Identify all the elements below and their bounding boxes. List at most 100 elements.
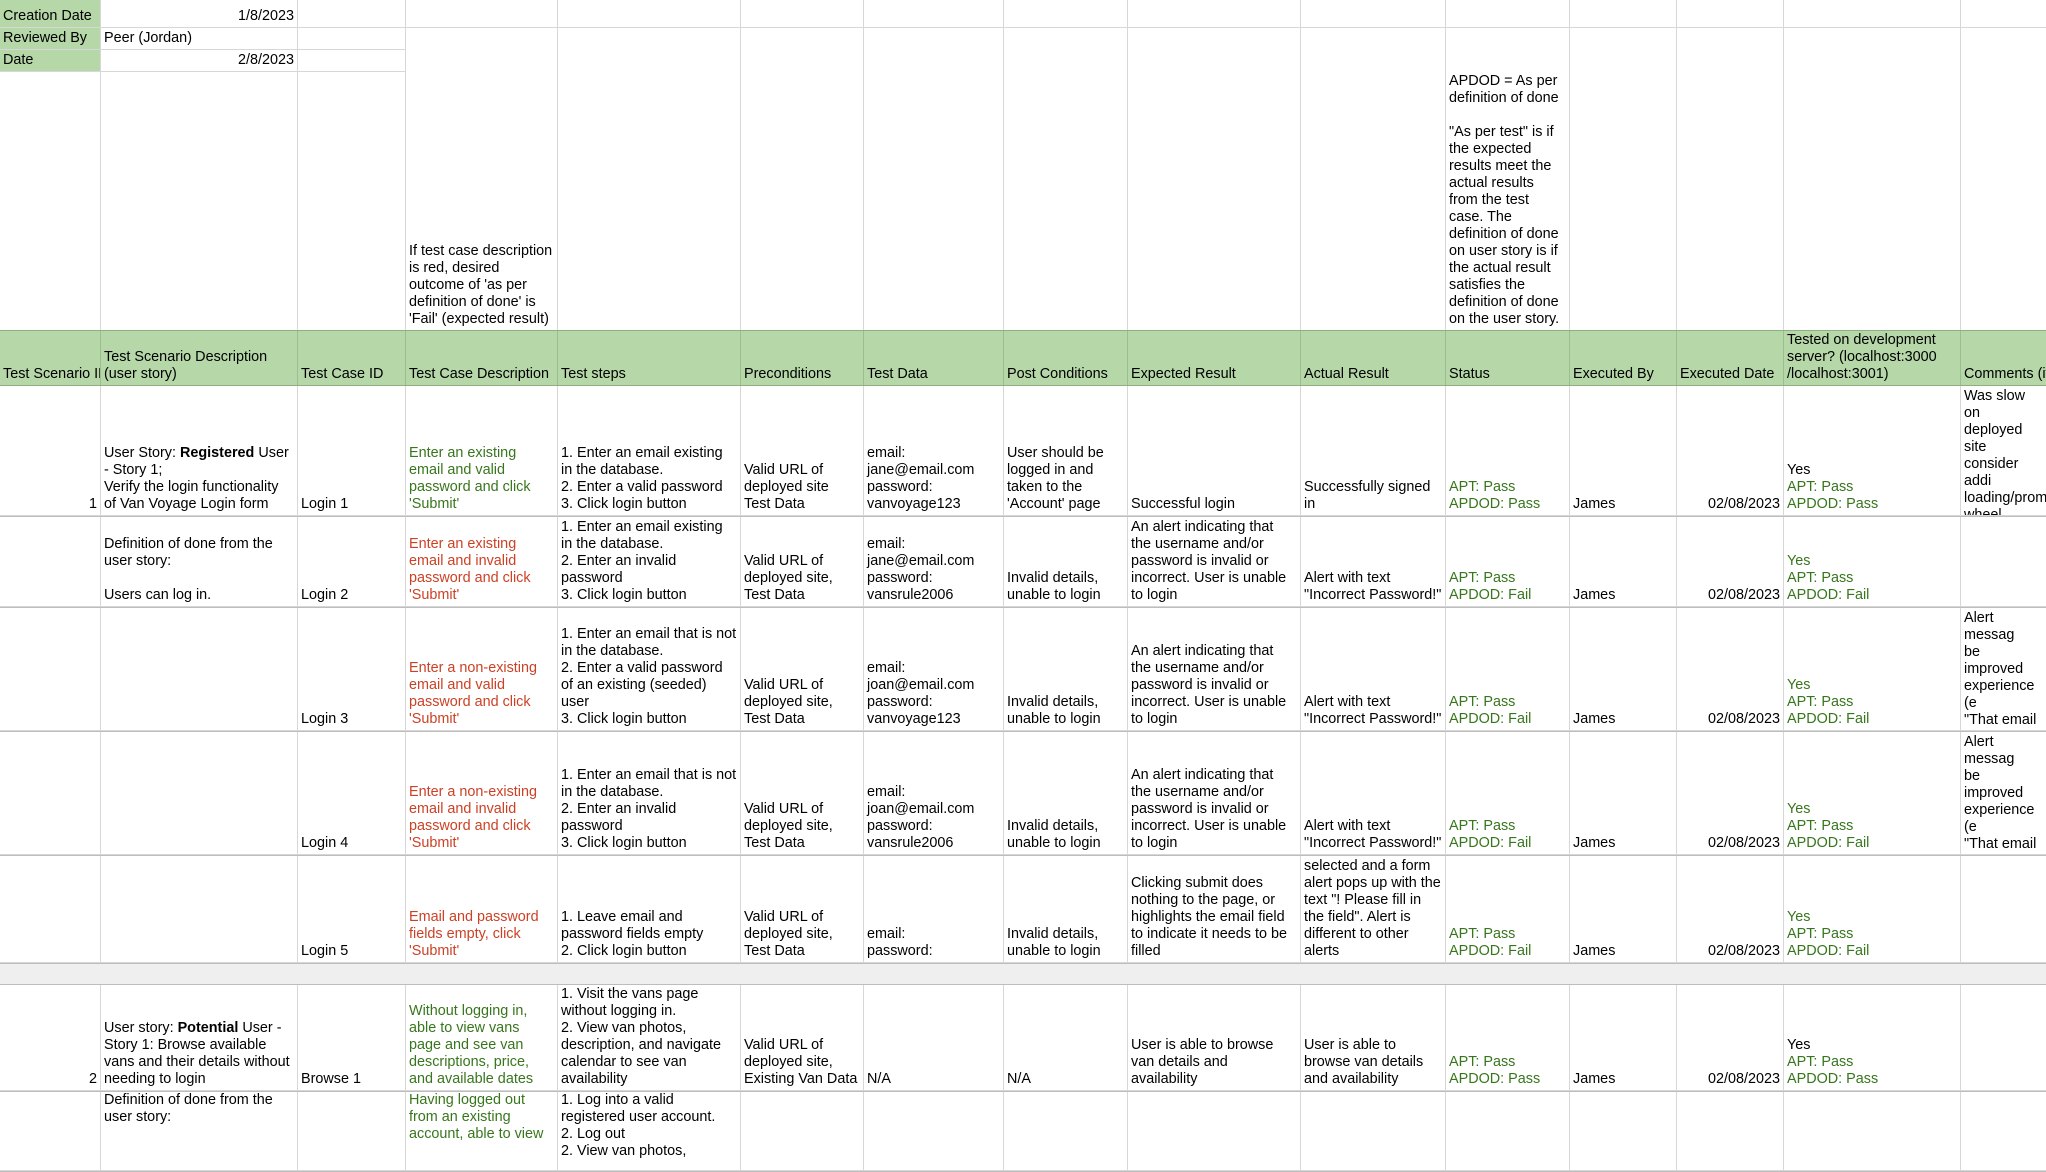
scenario-description-cell[interactable]: Definition of done from the user story: bbox=[101, 1092, 298, 1171]
status-cell[interactable]: APT: Pass APDOD: Fail bbox=[1446, 856, 1570, 963]
header-test-steps[interactable]: Test steps bbox=[558, 331, 741, 385]
header-case-id[interactable]: Test Case ID bbox=[298, 331, 406, 385]
scenario-id-cell[interactable]: 2 bbox=[0, 984, 101, 1091]
expected-result-cell[interactable]: An alert indicating that the username an… bbox=[1128, 608, 1301, 731]
scenario-id-cell[interactable]: 1 bbox=[0, 386, 101, 516]
test-case-description-note[interactable]: If test case description is red, desired… bbox=[406, 72, 558, 330]
comments-cell[interactable]: Was slow on deployed site consider addi … bbox=[1961, 386, 2046, 516]
executed-by-cell[interactable]: James bbox=[1570, 732, 1677, 855]
status-cell[interactable]: APT: Pass APDOD: Pass bbox=[1446, 386, 1570, 516]
post-conditions-cell[interactable]: Invalid details, unable to login bbox=[1004, 608, 1128, 731]
executed-by-cell[interactable]: James bbox=[1570, 517, 1677, 607]
scenario-description-cell[interactable] bbox=[101, 732, 298, 855]
preconditions-cell[interactable]: Valid URL of deployed site, Test Data bbox=[741, 732, 864, 855]
scenario-description-cell[interactable]: User Story: Registered User - Story 1; V… bbox=[101, 386, 298, 516]
reviewed-by-label[interactable]: Reviewed By bbox=[0, 28, 101, 50]
preconditions-cell[interactable] bbox=[741, 1092, 864, 1171]
header-case-description[interactable]: Test Case Description bbox=[406, 331, 558, 385]
comments-cell[interactable] bbox=[1961, 984, 2046, 1091]
executed-date-cell[interactable]: 02/08/2023 bbox=[1677, 984, 1784, 1091]
executed-by-cell[interactable] bbox=[1570, 1092, 1677, 1171]
header-scenario-description[interactable]: Test Scenario Description (user story) bbox=[101, 331, 298, 385]
executed-by-cell[interactable]: James bbox=[1570, 984, 1677, 1091]
case-description-cell[interactable]: Having logged out from an existing accou… bbox=[406, 1092, 558, 1171]
scenario-description-cell[interactable]: Definition of done from the user story: … bbox=[101, 517, 298, 607]
scenario-id-cell[interactable] bbox=[0, 608, 101, 731]
test-data-cell[interactable] bbox=[864, 1092, 1004, 1171]
post-conditions-cell[interactable] bbox=[1004, 1092, 1128, 1171]
executed-by-cell[interactable]: James bbox=[1570, 608, 1677, 731]
case-id-cell[interactable]: Login 4 bbox=[298, 732, 406, 855]
test-data-cell[interactable]: email: password: bbox=[864, 856, 1004, 963]
status-cell[interactable]: APT: Pass APDOD: Fail bbox=[1446, 608, 1570, 731]
status-cell[interactable] bbox=[1446, 1092, 1570, 1171]
header-comments[interactable]: Comments (if bbox=[1964, 366, 2046, 382]
test-steps-cell[interactable]: 1. Log into a valid registered user acco… bbox=[558, 1092, 741, 1171]
preconditions-cell[interactable]: Valid URL of deployed site, Existing Van… bbox=[741, 984, 864, 1091]
case-id-cell[interactable]: Login 3 bbox=[298, 608, 406, 731]
post-conditions-cell[interactable]: Invalid details, unable to login bbox=[1004, 732, 1128, 855]
case-id-cell[interactable] bbox=[298, 1092, 406, 1171]
test-steps-cell[interactable]: 1. Visit the vans page without logging i… bbox=[558, 984, 741, 1091]
expected-result-cell[interactable]: User is able to browse van details and a… bbox=[1128, 984, 1301, 1091]
cell[interactable] bbox=[298, 50, 406, 72]
post-conditions-cell[interactable]: Invalid details, unable to login bbox=[1004, 517, 1128, 607]
case-description-cell[interactable]: Without logging in, able to view vans pa… bbox=[406, 984, 558, 1091]
test-steps-cell[interactable]: 1. Leave email and password fields empty… bbox=[558, 856, 741, 963]
test-data-cell[interactable]: email: joan@email.com password: vansrule… bbox=[864, 732, 1004, 855]
creation-date-value[interactable]: 1/8/2023 bbox=[101, 0, 298, 28]
expected-result-cell[interactable] bbox=[1128, 1092, 1301, 1171]
reviewed-date-value[interactable]: 2/8/2023 bbox=[101, 50, 298, 72]
expected-result-cell[interactable]: Clicking submit does nothing to the page… bbox=[1128, 856, 1301, 963]
test-steps-cell[interactable]: 1. Enter an email existing in the databa… bbox=[558, 517, 741, 607]
scenario-id-cell[interactable] bbox=[0, 517, 101, 607]
status-cell[interactable]: APT: Pass APDOD: Pass bbox=[1446, 984, 1570, 1091]
comments-cell[interactable]: Alert messag be improved experience (e "… bbox=[1961, 732, 2046, 855]
comments-cell[interactable] bbox=[1961, 1092, 2046, 1171]
executed-date-cell[interactable]: 02/08/2023 bbox=[1677, 517, 1784, 607]
status-cell[interactable]: APT: Pass APDOD: Fail bbox=[1446, 732, 1570, 855]
scenario-description-cell[interactable] bbox=[101, 608, 298, 731]
reviewed-date-label[interactable]: Reviewed Date bbox=[0, 50, 101, 72]
case-id-cell[interactable]: Login 5 bbox=[298, 856, 406, 963]
executed-by-cell[interactable]: James bbox=[1570, 856, 1677, 963]
test-steps-cell[interactable]: 1. Enter an email that is not in the dat… bbox=[558, 732, 741, 855]
preconditions-cell[interactable]: Valid URL of deployed site, Test Data bbox=[741, 608, 864, 731]
actual-result-cell[interactable]: Successfully signed in bbox=[1301, 386, 1446, 516]
cell[interactable] bbox=[406, 0, 2046, 28]
actual-result-cell[interactable]: Email field is selected and a form alert… bbox=[1301, 856, 1446, 963]
executed-date-cell[interactable] bbox=[1677, 1092, 1784, 1171]
executed-date-cell[interactable]: 02/08/2023 bbox=[1677, 732, 1784, 855]
actual-result-cell[interactable]: Alert with text "Incorrect Password!" bbox=[1301, 608, 1446, 731]
case-description-cell[interactable]: Email and password fields empty, click '… bbox=[406, 856, 558, 963]
header-scenario-id[interactable]: Test Scenario ID bbox=[0, 331, 101, 385]
header-preconditions[interactable]: Preconditions bbox=[741, 331, 864, 385]
reviewed-by-value[interactable]: Peer (Jordan) bbox=[101, 28, 298, 50]
preconditions-cell[interactable]: Valid URL of deployed site, Test Data bbox=[741, 856, 864, 963]
case-id-cell[interactable]: Login 2 bbox=[298, 517, 406, 607]
scenario-id-cell[interactable] bbox=[0, 856, 101, 963]
header-status[interactable]: Status bbox=[1446, 331, 1570, 385]
expected-result-cell[interactable]: An alert indicating that the username an… bbox=[1128, 732, 1301, 855]
case-description-cell[interactable]: Enter an existing email and invalid pass… bbox=[406, 517, 558, 607]
preconditions-cell[interactable]: Valid URL of deployed site, Test Data bbox=[741, 517, 864, 607]
actual-result-cell[interactable]: User is able to browse van details and a… bbox=[1301, 984, 1446, 1091]
cell[interactable] bbox=[298, 0, 406, 28]
scenario-description-cell[interactable] bbox=[101, 856, 298, 963]
header-dev-server[interactable]: Tested on development server? (localhost… bbox=[1784, 331, 1961, 385]
scenario-id-cell[interactable] bbox=[0, 732, 101, 855]
executed-by-cell[interactable]: James bbox=[1570, 386, 1677, 516]
header-test-data[interactable]: Test Data bbox=[864, 331, 1004, 385]
test-data-cell[interactable]: N/A bbox=[864, 984, 1004, 1091]
expected-result-cell[interactable]: Successful login bbox=[1128, 386, 1301, 516]
test-data-cell[interactable]: email: joan@email.com password: vanvoyag… bbox=[864, 608, 1004, 731]
dev-server-cell[interactable] bbox=[1784, 1092, 1961, 1171]
actual-result-cell[interactable]: Alert with text "Incorrect Password!" bbox=[1301, 732, 1446, 855]
scenario-id-cell[interactable] bbox=[0, 1092, 101, 1171]
